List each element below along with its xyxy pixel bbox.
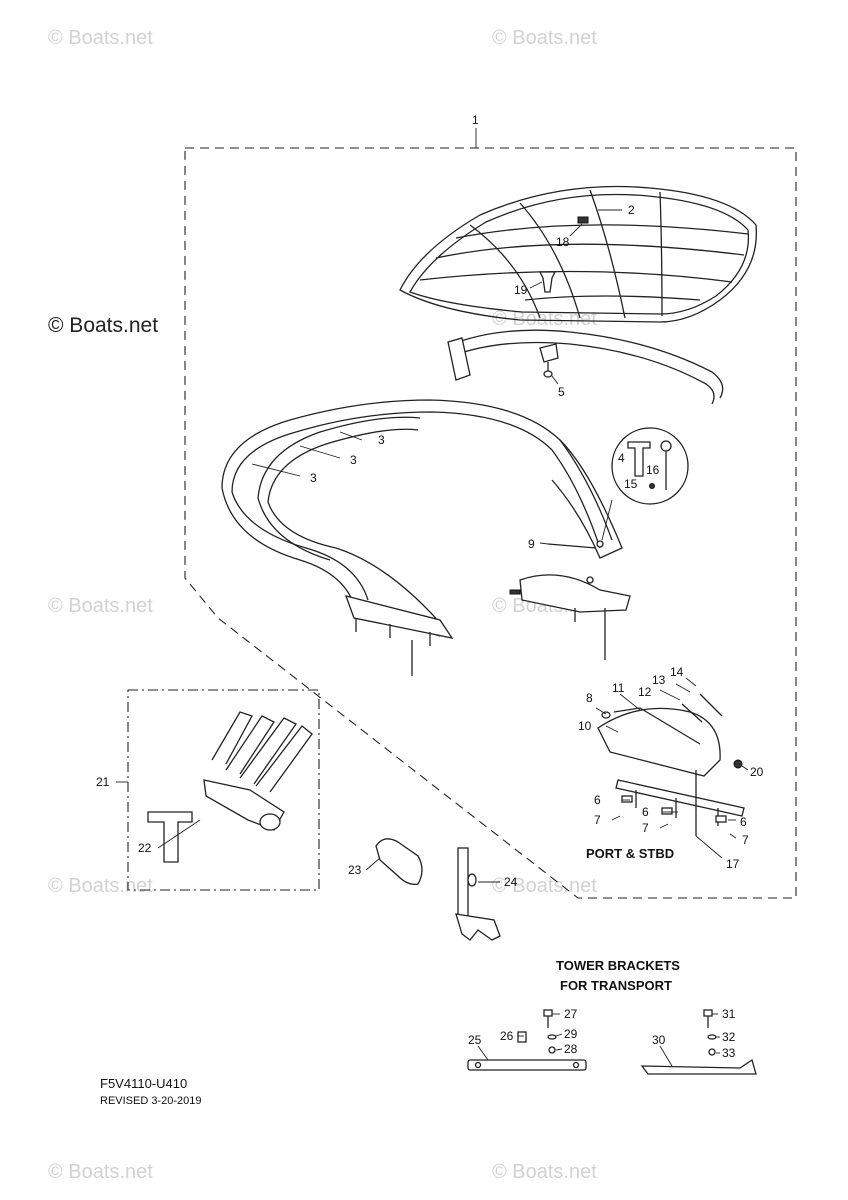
detail-circle [601,427,689,541]
callout: 15 [624,477,638,491]
callout: 2 [628,203,635,217]
diagram-code: F5V4110-U410 [100,1076,187,1091]
callout: 26 [500,1029,514,1043]
callout: 33 [722,1046,736,1060]
transport-title-line1: TOWER BRACKETS [556,958,680,973]
watermark: © Boats.net [48,1161,153,1183]
callouts: 1 2 18 19 5 3 3 3 4 16 15 9 8 11 13 14 1… [96,113,764,1060]
callout: 9 [528,537,535,551]
port-stbd-label: PORT & STBD [586,846,674,861]
callout: 1 [472,113,479,127]
mirror [375,838,423,885]
watermark-dark: © Boats.net [48,314,158,337]
watermark: © Boats.net [492,875,597,897]
callout: 10 [578,719,592,733]
callout: 16 [646,463,660,477]
bimini-frame [399,185,758,323]
transport-bracket-25 [467,1009,587,1071]
tower-foot-hardware [355,540,606,676]
callout: 6 [642,805,649,819]
callout: 7 [594,813,601,827]
callout: 3 [378,433,385,447]
callout: 3 [310,471,317,485]
callout: 28 [564,1042,578,1056]
callout: 11 [612,681,625,695]
light-pole [455,847,501,941]
callout: 17 [726,857,740,871]
callout: 19 [514,283,528,297]
watermark: © Boats.net [48,875,153,897]
watermark: © Boats.net [492,27,597,49]
callout: 29 [564,1027,578,1041]
callout: 20 [750,765,764,779]
callout: 30 [652,1033,666,1047]
watermark: © Boats.net [48,595,153,617]
callout: 6 [740,815,747,829]
gas-strut [547,543,597,549]
callout: 6 [594,793,601,807]
callout: 22 [138,841,152,855]
tower-bracket-assembly [597,693,745,836]
watermark: © Boats.net [492,1161,597,1183]
revision-date: REVISED 3-20-2019 [100,1095,202,1107]
callout: 18 [556,235,570,249]
transport-title-line2: FOR TRANSPORT [560,978,672,993]
callout: 7 [642,821,649,835]
wakeboard-tower [221,399,631,639]
callout: 13 [652,673,666,687]
callout: 7 [742,833,749,847]
callout: 4 [618,451,625,465]
watermark: © Boats.net [48,27,153,49]
watermark: © Boats.net [492,308,597,330]
callout: 5 [558,385,565,399]
callout: 27 [564,1007,578,1021]
callout: 24 [504,875,518,889]
assembly-boundary [184,147,797,899]
callout: 14 [670,665,684,679]
board-rack [147,711,313,863]
callout-leaders [116,209,749,1067]
callout: 21 [96,775,110,789]
bimini-mount-bar [447,329,724,405]
callout: 23 [348,863,362,877]
rack-boundary [127,689,320,891]
callout: 25 [468,1033,482,1047]
callout: 12 [638,685,652,699]
callout: 8 [586,691,593,705]
callout: 31 [722,1007,736,1021]
callout: 32 [722,1030,736,1044]
callout: 3 [350,453,357,467]
